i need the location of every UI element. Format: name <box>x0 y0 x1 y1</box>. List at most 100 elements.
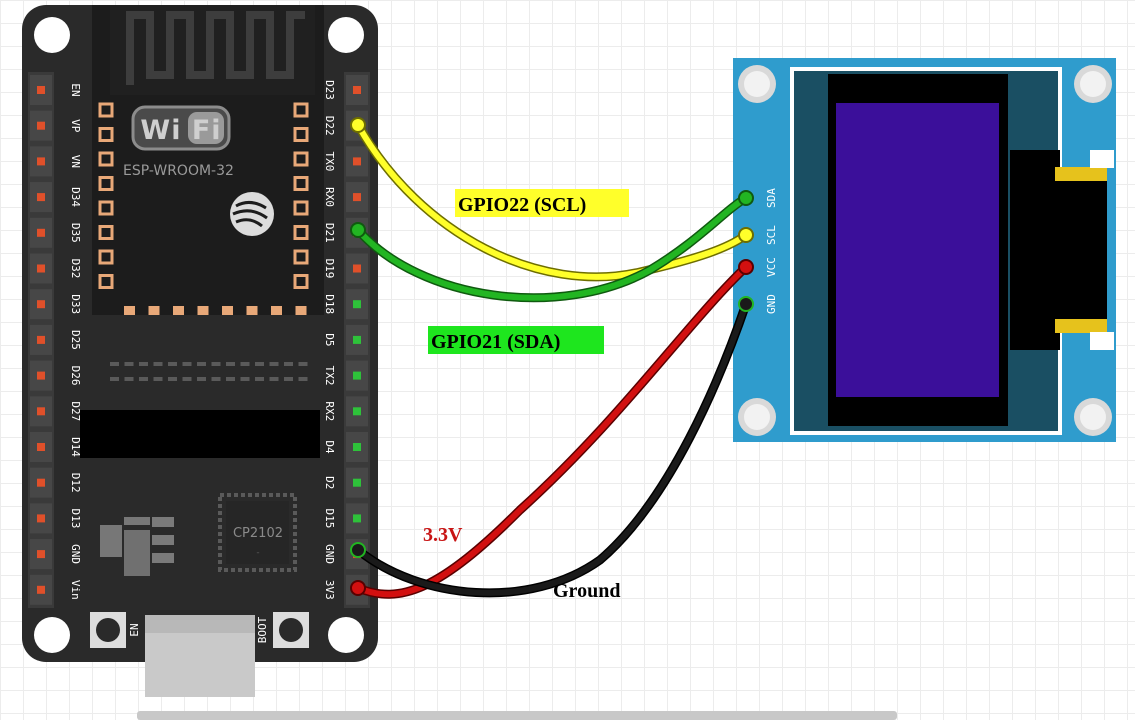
horizontal-scrollbar[interactable] <box>137 711 897 720</box>
silkscreen-dash <box>182 377 192 381</box>
silkscreen-dash <box>139 377 148 381</box>
pin-d35[interactable]: D35 <box>30 217 82 248</box>
oled-pin-vcc: VCC <box>765 257 778 277</box>
mounting-hole <box>744 71 770 97</box>
scl-label-highlight <box>455 189 629 217</box>
pin-vin[interactable]: Vin <box>30 574 82 605</box>
pin-rx2[interactable]: RX2 <box>323 396 368 427</box>
pin-label: D25 <box>69 330 82 350</box>
mounting-hole <box>34 17 70 53</box>
oled-screen <box>836 103 999 397</box>
module-label: ESP-WROOM-32 <box>123 163 234 179</box>
silkscreen-dash <box>211 362 221 366</box>
pin-d32[interactable]: D32 <box>30 253 82 284</box>
pin-rx0[interactable]: RX0 <box>323 182 368 213</box>
pin-label: VN <box>69 155 82 168</box>
pin-d14[interactable]: D14 <box>30 432 82 462</box>
gnd-label: Ground <box>553 580 620 602</box>
pin-label: 3V3 <box>323 580 336 600</box>
module-pad <box>98 127 114 142</box>
module-pad <box>222 306 233 315</box>
pin-tx2[interactable]: TX2 <box>323 360 368 391</box>
pin-label: D13 <box>69 508 82 528</box>
silkscreen-dash <box>153 377 163 381</box>
wire-gnd-core <box>355 301 749 596</box>
module-pad <box>295 306 307 315</box>
silkscreen-dash <box>226 377 235 381</box>
pin-label: GND <box>323 544 336 564</box>
mounting-hole <box>328 617 364 653</box>
module-pad <box>173 306 184 315</box>
wifi-logo-text: Wi Fi <box>140 115 221 146</box>
module-pad <box>98 176 114 191</box>
pin-d27[interactable]: D27 <box>30 396 82 427</box>
silkscreen-dash <box>298 362 308 366</box>
esp32-board: Wi Fi ESP-WROOM-32 <box>22 5 378 697</box>
sda-label: GPIO21 (SDA) <box>431 331 560 353</box>
silkscreen-dash <box>255 377 264 381</box>
pin-label: D5 <box>323 333 336 346</box>
module-pad <box>293 151 309 167</box>
scl-label: GPIO22 (SCL) <box>458 194 586 216</box>
module-pad <box>148 306 160 315</box>
module-pad <box>98 151 114 167</box>
pin-d33[interactable]: D33 <box>30 289 82 320</box>
pin-d26[interactable]: D26 <box>30 360 82 391</box>
svg-text:-: - <box>256 548 259 558</box>
module-pad <box>246 306 258 315</box>
silkscreen-dash <box>124 377 134 381</box>
silkscreen-dash <box>284 377 293 381</box>
module-pad <box>98 200 114 216</box>
usb-connector <box>145 615 255 697</box>
silkscreen-dash <box>269 362 279 366</box>
module-pad <box>293 225 309 240</box>
mounting-hole <box>1080 71 1106 97</box>
pin-vn[interactable]: VN <box>30 146 82 177</box>
silkscreen-dash <box>240 362 250 366</box>
mounting-hole <box>1080 404 1106 430</box>
silkscreen-dash <box>182 362 192 366</box>
pin-d19[interactable]: D19 <box>323 253 368 284</box>
pin-d4[interactable]: D4 <box>323 432 368 462</box>
pin-label: EN <box>69 83 82 96</box>
pin-d23[interactable]: D23 <box>323 75 368 105</box>
boot-button-label: BOOT <box>256 616 269 643</box>
pin-d34[interactable]: D34 <box>30 182 82 213</box>
module-pad <box>293 249 309 265</box>
boot-button[interactable]: BOOT <box>256 612 309 648</box>
pin-label: VP <box>69 119 82 133</box>
module-pads <box>98 102 309 315</box>
pin-label: D21 <box>323 223 336 243</box>
pin-label: D14 <box>69 437 82 457</box>
pin-label: GND <box>69 544 82 564</box>
pin-tx0[interactable]: TX0 <box>323 146 368 177</box>
pin-vp[interactable]: VP <box>30 110 82 141</box>
wroom-module: Wi Fi ESP-WROOM-32 <box>92 5 324 315</box>
pin-label: D33 <box>69 294 82 314</box>
module-pad <box>293 200 309 216</box>
pin-d25[interactable]: D25 <box>30 324 82 355</box>
antenna-trace <box>126 11 305 85</box>
pin-d13[interactable]: D13 <box>30 503 82 534</box>
en-button[interactable]: EN <box>90 612 141 648</box>
pin-label: D23 <box>323 80 336 100</box>
wire-labels: GPIO22 (SCL) GPIO21 (SDA) 3.3V Ground <box>423 189 629 602</box>
silkscreen-dash <box>168 377 177 381</box>
pin-label: D12 <box>69 473 82 493</box>
pin-gnd[interactable]: GND <box>30 539 82 570</box>
pin-d5[interactable]: D5 <box>323 324 368 355</box>
pin-label: RX0 <box>323 187 336 207</box>
pin-label: D27 <box>69 401 82 421</box>
pin-d2[interactable]: D2 <box>323 467 368 498</box>
pin-en[interactable]: EN <box>30 75 82 105</box>
module-pad <box>98 274 114 289</box>
pin-d15[interactable]: D15 <box>323 503 368 534</box>
pin-label: TX2 <box>323 366 336 386</box>
pin-d12[interactable]: D12 <box>30 467 82 498</box>
module-pad <box>293 274 309 289</box>
pin-d18[interactable]: D18 <box>323 289 368 320</box>
wire-vcc <box>353 262 751 599</box>
oled-pin-sda: SDA <box>765 188 778 208</box>
pin-label: D26 <box>69 366 82 386</box>
